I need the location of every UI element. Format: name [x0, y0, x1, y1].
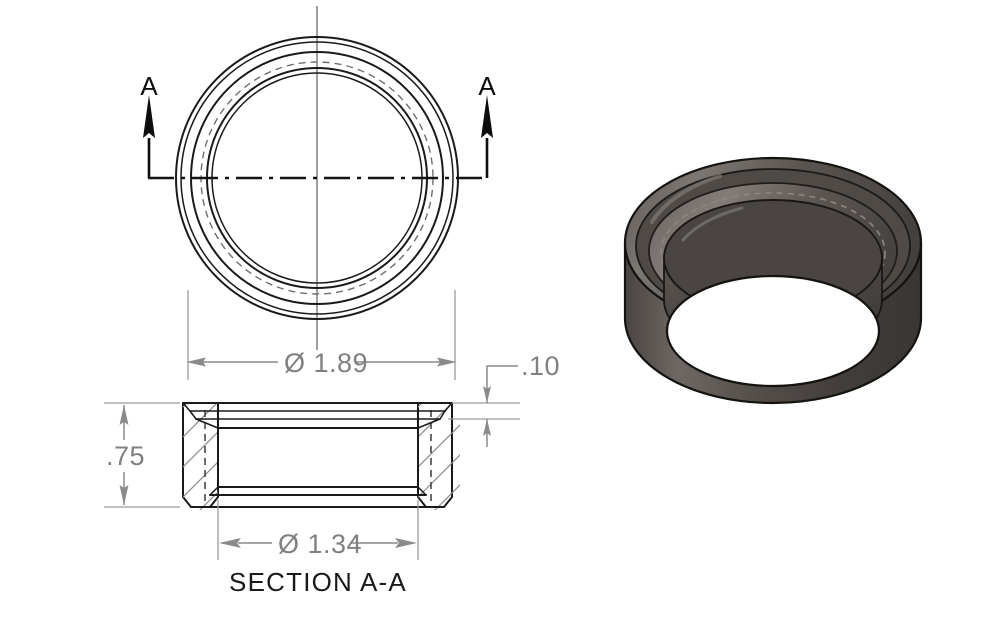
section-letter-left: A — [140, 71, 158, 101]
section-mark-right: A — [478, 71, 496, 178]
dimension-height: .75 — [104, 402, 180, 508]
iso-hidden-step-circle — [660, 192, 886, 314]
section-view-caption: SECTION A-A — [229, 567, 407, 597]
section-lip-left-chamfer — [182, 402, 191, 412]
height-arrow-bottom — [119, 485, 129, 505]
dimension-outer-diameter: Ø 1.89 — [186, 290, 457, 380]
od-dim-text: Ø 1.89 — [284, 348, 368, 378]
section-arrow-right — [481, 95, 493, 138]
bore-arrow-left — [219, 538, 241, 548]
isometric-model-group — [623, 156, 923, 405]
bore-arrow-right — [395, 538, 417, 548]
lip-arrow-bottom — [483, 419, 491, 436]
section-shoulder-left-connect — [195, 418, 219, 429]
section-shoulder-right-connect — [417, 418, 441, 429]
iso-step-highlight — [681, 206, 744, 242]
section-bottom-right-chamfer — [417, 486, 427, 496]
rim-circle — [190, 51, 444, 305]
section-right-hatch — [418, 403, 460, 510]
bore-dim-text: Ø 1.34 — [278, 529, 362, 559]
lip-dim-text: .10 — [521, 351, 560, 381]
section-bottom-left-chamfer — [209, 486, 219, 496]
lip-leader-line — [486, 365, 518, 376]
height-dim-text: .75 — [106, 441, 145, 471]
section-step-right-chamfer — [439, 410, 446, 420]
dimension-lip: .10 — [448, 351, 560, 447]
dimension-bore-diameter: Ø 1.34 — [217, 500, 419, 560]
section-lip-right-chamfer — [444, 402, 453, 412]
section-left-hatch — [183, 403, 218, 510]
height-arrow-top — [119, 405, 129, 425]
section-view-group — [182, 402, 460, 510]
od-arrow-right — [437, 357, 457, 367]
top-view-group: A A — [140, 6, 496, 350]
section-letter-right: A — [478, 71, 496, 101]
iso-rim-highlight — [650, 174, 722, 224]
section-arrow-left — [143, 95, 155, 138]
lip-arrow-top — [483, 386, 491, 403]
od-arrow-left — [186, 357, 206, 367]
section-mark-left: A — [140, 71, 158, 178]
section-step-left-chamfer — [189, 410, 197, 420]
section-left-wall — [182, 402, 219, 510]
section-top-lip — [182, 402, 453, 429]
iso-through-hole — [665, 274, 881, 388]
section-bottom — [190, 486, 445, 508]
